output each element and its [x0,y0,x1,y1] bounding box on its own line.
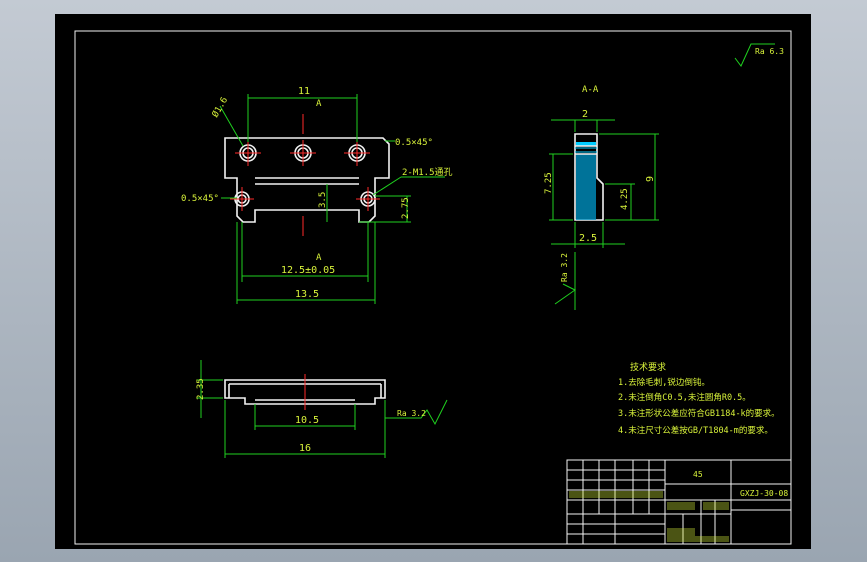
bottom-dim-height: 2.35 [196,378,206,400]
section-roughness: Ra 3.2 [560,253,569,282]
dim-chamfer-right: 0.5×45° [395,138,433,148]
thread-note: 2-M1.5通孔 [402,167,453,178]
section-roughness-symbol: Ra 3.2 [554,252,576,310]
roughness-symbol-general: Ra 6.3 [734,43,784,67]
hole-2 [290,140,316,166]
title-material: 45 [693,470,703,479]
section-outline [574,133,604,221]
section-marker-top: A [316,99,322,109]
bottom-roughness-symbol: Ra 3.2 [385,399,448,426]
note-item-4: 4.未注尺寸公差按GB/T1804-m的要求。 [618,425,773,436]
section-dim-total: 9 [645,176,656,182]
hole-4 [230,187,254,211]
top-view: A A 11 Ø1.6 0.5×45° 2-M1.5通孔 0.5×45° 3.5… [181,86,453,304]
bottom-view: 2.35 10.5 16 Ra 3.2 [196,360,448,458]
dim-chamfer-left: 0.5×45° [181,194,219,204]
section-view: A-A 2 7.25 9 4.25 [544,85,659,310]
dim-overall-width: 13.5 [295,289,319,300]
dim-hole-spacing: 12.5±0.05 [281,265,335,276]
section-marker-bottom: A [316,253,322,263]
note-item-3: 3.未注形状公差应符合GB1184-k的要求。 [618,408,780,419]
note-item-1: 1.去除毛刺,锐边倒钝。 [618,377,710,388]
bottom-roughness: Ra 3.2 [397,409,426,418]
hole-5 [356,187,380,211]
dim-top-width: 11 [298,86,310,97]
section-title: A-A [582,85,599,95]
roughness-note: Ra 6.3 [755,47,784,56]
section-dim-left: 7.25 [544,172,554,194]
bottom-dim-overall: 16 [299,443,311,454]
hole-3 [344,140,370,166]
bottom-dim-inner: 10.5 [295,415,319,426]
section-hatching [575,142,597,220]
section-dim-bottom: 2.5 [579,233,597,244]
title-block: 45 GXZJ-30-08 [566,459,792,545]
drawing-canvas[interactable]: Ra 6.3 A A [55,14,811,549]
dim-diameter: Ø1.6 [210,95,230,119]
drawing-border [74,30,792,545]
section-dim-top: 2 [582,109,588,120]
hole-1 [235,140,261,166]
dim-inner-height: 3.5 [318,192,328,208]
technical-notes: 技术要求 1.去除毛刺,锐边倒钝。 2.未注倒角C0.5,未注圆角R0.5。 3… [618,361,780,436]
bottom-view-outline [224,379,386,405]
top-view-outline [224,137,390,223]
dim-right-height: 2.75 [401,197,411,219]
drawing-sheet[interactable]: Ra 6.3 A A [55,14,811,549]
note-item-2: 2.未注倒角C0.5,未注圆角R0.5。 [618,392,751,403]
title-drawing-no: GXZJ-30-08 [740,489,788,498]
notes-heading: 技术要求 [630,361,666,373]
section-dim-inner: 4.25 [620,188,630,210]
